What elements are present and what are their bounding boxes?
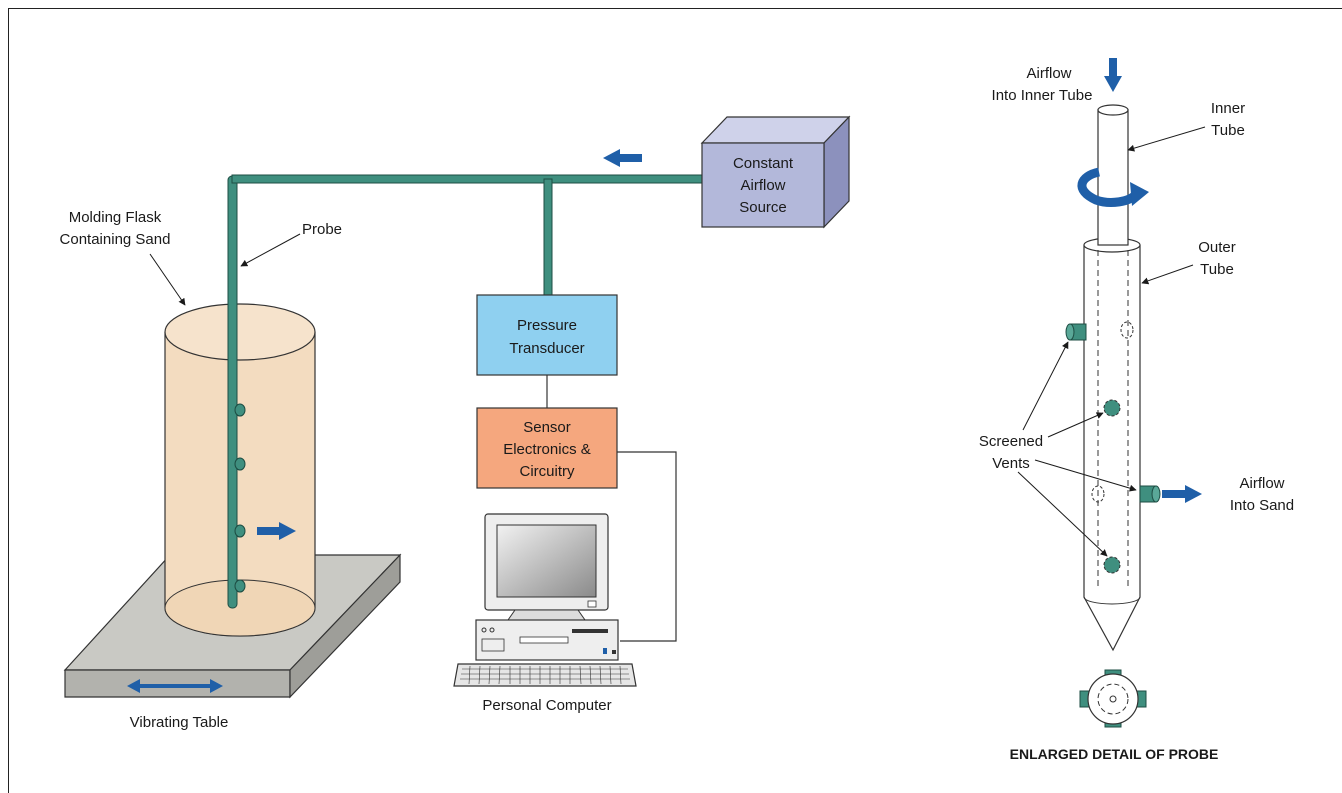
pressure-transducer-label-1: Pressure [517, 317, 577, 334]
outer-tube-label-1: Outer [1198, 239, 1236, 256]
table-vibration-arrow [127, 679, 223, 693]
sensor-electronics-label-3: Circuitry [520, 463, 575, 480]
pressure-transducer-box: Pressure Transducer [476, 294, 618, 376]
probe-end-view [1079, 669, 1147, 728]
inner-tube-label-1: Inner [1211, 100, 1245, 117]
airflow-sand-label-2: Into Sand [1230, 497, 1294, 514]
airflow-inner-label-2: Into Inner Tube [992, 87, 1093, 104]
screened-vents-label-2: Vents [992, 455, 1030, 472]
screened-vents-label-1: Screened [979, 433, 1043, 450]
molding-flask-leader [149, 253, 186, 306]
sensor-electronics-label-2: Electronics & [503, 441, 591, 458]
outer-tube [1083, 237, 1141, 652]
sand-airflow-arrow [1162, 485, 1202, 503]
outer-tube-leader [1141, 264, 1194, 285]
molding-flask-label-2: Containing Sand [60, 231, 171, 248]
outer-tube-label-2: Tube [1200, 261, 1234, 278]
screened-vents-leaders [1017, 341, 1137, 557]
inner-tube-leader [1127, 126, 1206, 152]
constant-airflow-source-box: Constant Airflow Source [700, 115, 851, 229]
sensor-computer-cable [617, 451, 677, 642]
sensor-electronics-label-1: Sensor [523, 419, 571, 436]
inner-tube-label-2: Tube [1211, 122, 1245, 139]
personal-computer [453, 513, 637, 687]
sensor-electronics-box: Sensor Electronics & Circuitry [476, 407, 618, 489]
probe-airflow-arrow [257, 522, 296, 540]
airflow-inner-label-1: Airflow [1026, 65, 1071, 82]
inner-tube [1097, 104, 1129, 590]
line-airflow-arrow [603, 149, 642, 167]
pressure-transducer-label-2: Transducer [509, 340, 584, 357]
vibrating-table-label: Vibrating Table [130, 714, 229, 731]
molding-flask [164, 303, 316, 637]
probe-rod [227, 175, 246, 609]
probe-leader [240, 233, 301, 267]
enlarged-detail-caption: ENLARGED DETAIL OF PROBE [1010, 746, 1219, 762]
constant-airflow-label-1: Constant [733, 155, 794, 172]
inflow-arrow [1104, 58, 1122, 92]
constant-airflow-label-3: Source [739, 199, 787, 216]
rotation-arrow [1077, 167, 1149, 207]
personal-computer-label: Personal Computer [482, 697, 611, 714]
screened-vents [1065, 321, 1161, 574]
probe-label: Probe [302, 221, 342, 238]
figure-frame [8, 8, 1342, 793]
constant-airflow-label-2: Airflow [740, 177, 785, 194]
airflow-sand-label-1: Airflow [1239, 475, 1284, 492]
molding-flask-label-1: Molding Flask [69, 209, 162, 226]
